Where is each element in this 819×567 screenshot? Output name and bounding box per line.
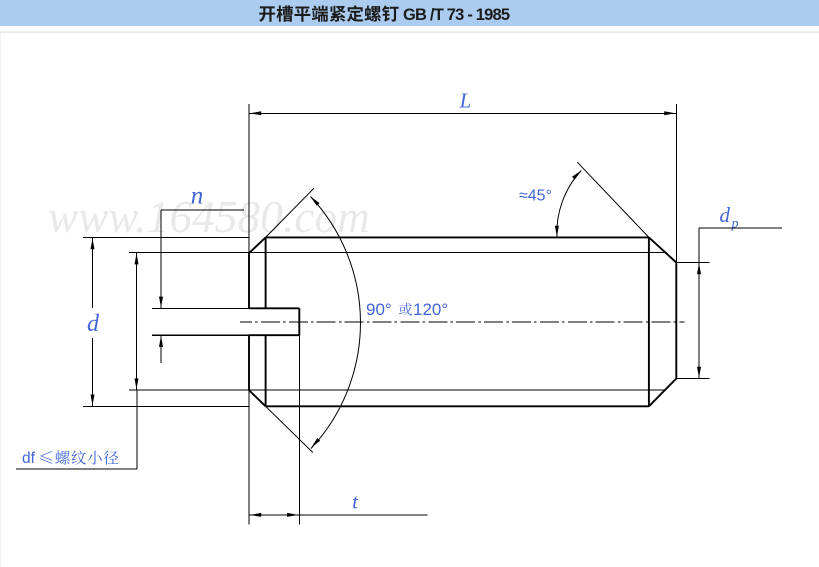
svg-text:d: d (720, 203, 731, 227)
svg-text:p: p (731, 217, 739, 232)
svg-text:t: t (352, 490, 359, 514)
svg-text:www.164580.com: www.164580.com (48, 192, 370, 242)
svg-text:L: L (459, 89, 472, 113)
svg-text:n: n (191, 183, 204, 210)
svg-text:d: d (87, 311, 100, 337)
svg-text:df: df (22, 450, 36, 467)
svg-text:120°: 120° (413, 300, 448, 319)
svg-text:≈45°: ≈45° (519, 188, 552, 205)
svg-text:90°: 90° (366, 300, 392, 319)
svg-text:GB /T 73 - 1985: GB /T 73 - 1985 (403, 6, 510, 24)
